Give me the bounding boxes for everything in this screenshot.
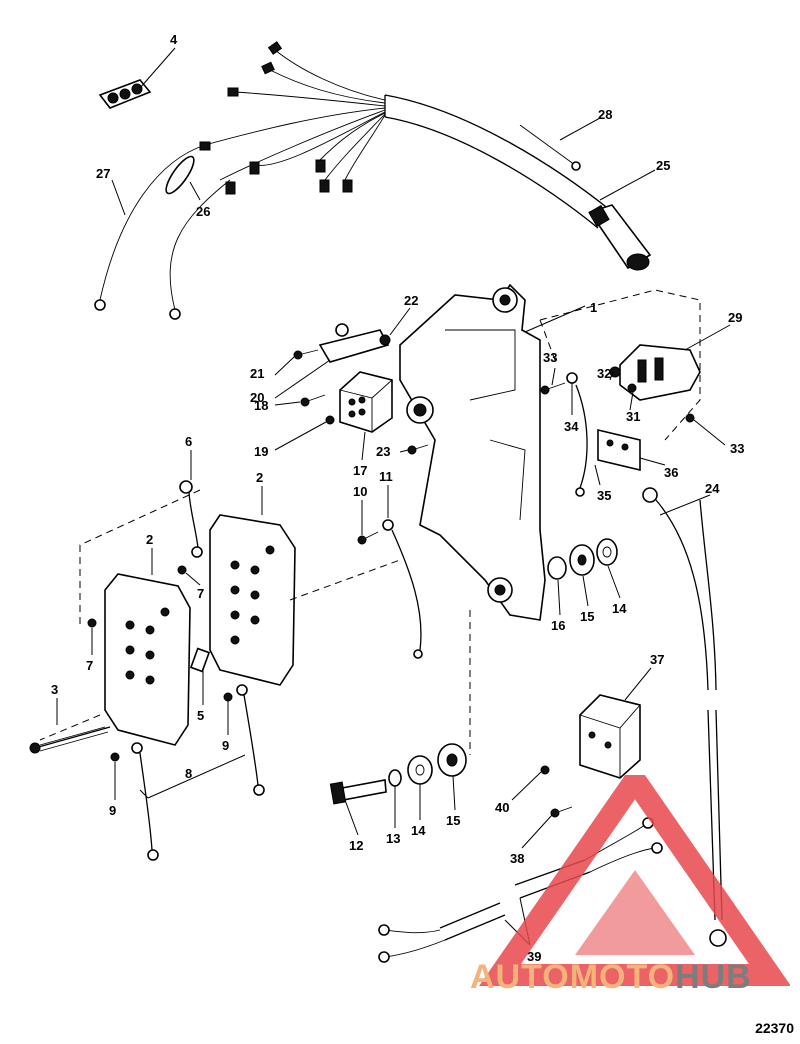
terminal-strip-part-36 [597,428,641,472]
callout-28: 28 [598,107,612,122]
callout-6: 6 [185,434,192,449]
screws [293,349,566,545]
callout-37: 37 [650,652,664,667]
callout-16: 16 [551,618,565,633]
callout-27: 27 [96,166,110,181]
callout-40: 40 [495,800,509,815]
callout-11: 11 [379,469,393,484]
callout-labels: 1 2 2 3 4 5 6 7 7 8 9 9 10 11 12 13 14 1… [51,32,744,964]
callout-35: 35 [597,488,611,503]
callout-34: 34 [564,419,579,434]
wiring-harness [94,41,652,320]
callout-23: 23 [376,444,390,459]
callout-15b: 15 [580,609,594,624]
callout-7b: 7 [86,658,93,673]
callout-7a: 7 [197,586,204,601]
callout-29: 29 [728,310,742,325]
callout-15a: 15 [446,813,460,828]
callout-13: 13 [386,831,400,846]
connector-part-4 [98,79,152,109]
callout-19: 19 [254,444,268,459]
watermark-brand-b: HUB [675,958,752,996]
bolt-washers-bottom [329,743,467,805]
small-parts-left [29,480,265,861]
callout-22: 22 [404,293,418,308]
figure-number: 22370 [755,1020,794,1036]
callout-25: 25 [656,158,670,173]
callout-14a: 14 [411,823,426,838]
callout-9b: 9 [109,803,116,818]
callout-12: 12 [349,838,363,853]
callout-26: 26 [196,204,210,219]
cable-part-24 [642,487,727,947]
harness-plug [588,204,652,271]
module-part-2-upper [209,514,296,686]
terminal-block-part-17 [339,371,393,433]
callout-1: 1 [590,300,597,315]
callout-21: 21 [250,366,264,381]
callout-8: 8 [185,766,192,781]
callout-3: 3 [51,682,58,697]
callout-10: 10 [353,484,367,499]
callout-9a: 9 [222,738,229,753]
callout-31: 31 [626,409,640,424]
callout-20: 20 [250,390,264,405]
callout-14b: 14 [612,601,627,616]
watermark-text: AUTOMOTOHUB [470,958,752,997]
module-part-2-lower [104,573,191,746]
switch-part-29 [609,344,701,423]
module-part-37 [540,694,641,818]
callout-17: 17 [353,463,367,478]
callout-4: 4 [170,32,178,47]
callout-2b: 2 [146,532,153,547]
cables-part-39 [378,817,663,963]
callout-38: 38 [510,851,524,866]
clip-part-20 [318,323,391,363]
bushing-washers-right [547,538,618,580]
watermark-brand-a: AUTOMOTO [470,958,676,996]
reference-dashed-lines [39,489,471,755]
callout-33b: 33 [730,441,744,456]
callout-32: 32 [597,366,611,381]
callout-5: 5 [197,708,204,723]
callout-33a: 33 [543,350,557,365]
callout-18: 18 [254,398,268,413]
callout-24: 24 [705,481,720,496]
callout-36: 36 [664,465,678,480]
callout-2a: 2 [256,470,263,485]
mounting-bracket-part-1 [399,283,546,621]
